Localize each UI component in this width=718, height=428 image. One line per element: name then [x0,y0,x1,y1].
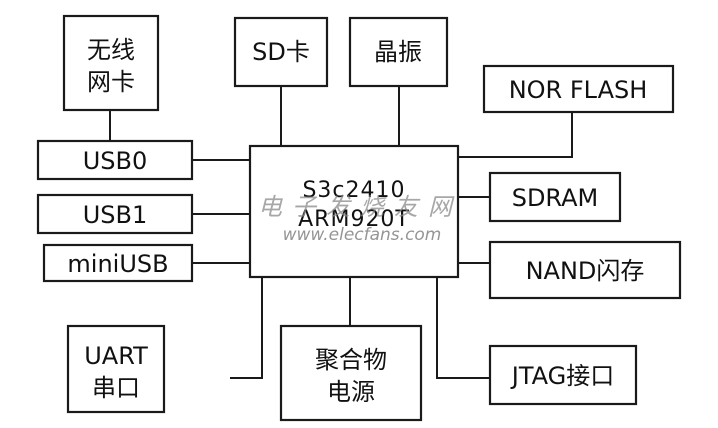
usb1-label: USB1 [83,201,148,229]
wireless-card-block: 无线 网卡 [62,14,160,112]
miniusb-label: miniUSB [67,250,168,278]
connection-lines [109,86,573,379]
uart-label-line1: UART [84,342,148,370]
watermark-line1: 电子发烧友网 [258,193,462,221]
usb1-block: USB1 [36,193,194,235]
wire-uart-cpu [230,277,263,379]
wire-nor-cpu [458,112,573,158]
cpu-label-line1: S3c2410 [302,178,405,203]
watermark-line2: www.elecfans.com [283,225,442,245]
jtag-block: JTAG接口 [488,344,638,406]
nor-label: NOR FLASH [509,76,648,104]
sdram-label: SDRAM [512,184,599,212]
sd-card-block: SD卡 [233,16,329,88]
nand-block: NAND闪存 [488,240,682,300]
usb0-block: USB0 [36,139,194,181]
cpu-label-line2: ARM920T [298,207,410,232]
cpu-block: S3c2410 ARM920T [248,144,460,279]
power-label-line1: 聚合物 [315,346,387,374]
wireless-label-line1: 无线 [87,36,135,64]
crystal-block: 晶振 [348,16,449,88]
usb0-label: USB0 [83,147,148,175]
power-block: 聚合物 电源 [279,324,423,422]
power-label-line2: 电源 [327,378,375,406]
jtag-label: JTAG接口 [510,362,614,390]
sdram-block: SDRAM [488,171,622,223]
crystal-label: 晶振 [374,38,422,66]
uart-block: UART 串口 [66,324,166,414]
nand-label: NAND闪存 [526,257,645,285]
wire-jtag-cpu [436,277,490,379]
uart-label-line2: 串口 [92,374,140,402]
wireless-label-line2: 网卡 [87,68,135,96]
sd-label: SD卡 [252,38,310,66]
miniusb-block: miniUSB [42,243,194,283]
nor-flash-block: NOR FLASH [482,64,675,114]
